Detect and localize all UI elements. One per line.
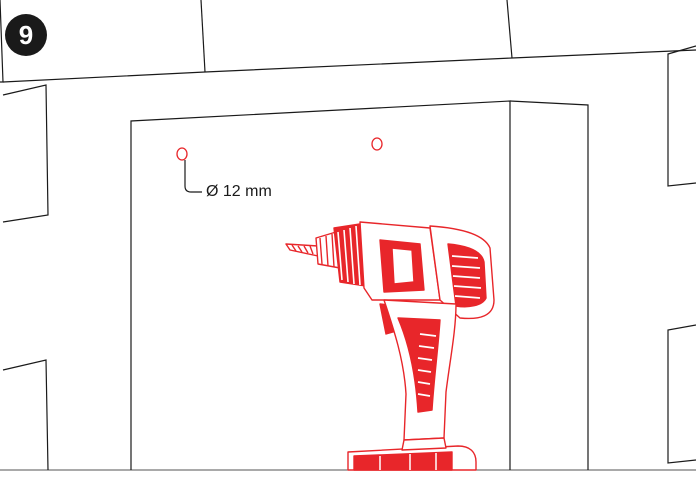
- wall-tile-right-upper: [667, 45, 696, 187]
- motor-vents-panel: [447, 243, 487, 308]
- wall-tile-left-upper: [2, 84, 49, 223]
- step-number-badge: 9: [5, 14, 47, 56]
- step-number: 9: [18, 19, 34, 50]
- wall-tile-bottom-edge: [2, 49, 696, 83]
- hole-marker-icon: [371, 137, 383, 151]
- battery-label: [353, 451, 453, 471]
- handle-grip: [397, 317, 441, 413]
- panel-outline: [130, 100, 511, 470]
- battery-latch: [401, 437, 447, 451]
- chuck-grip: [319, 233, 335, 268]
- wall-tile-seam: [506, 0, 513, 59]
- wall-tile-edge: [0, 0, 4, 83]
- hole-markers: [176, 137, 383, 161]
- motor-vents: [451, 255, 482, 299]
- hole-diameter-label: Ø 12 mm: [206, 183, 272, 200]
- cordless-drill-icon: [285, 221, 495, 471]
- gear-selector: [391, 247, 415, 285]
- wall-tile-seam: [200, 0, 206, 73]
- battery-ridges: [379, 453, 437, 470]
- panel-side: [509, 100, 589, 470]
- drill-bit: [285, 243, 319, 257]
- wall-lines: [0, 0, 696, 471]
- hole-marker-icon: [176, 147, 188, 161]
- wall-tile-left-lower: [2, 359, 49, 471]
- drill-bit-flutes: [291, 244, 314, 255]
- dimension-leader-line: [184, 160, 202, 193]
- handle-grip-ridges: [417, 333, 437, 397]
- clutch-ring-ridges: [337, 225, 361, 286]
- wall-tile-right-lower: [667, 324, 696, 464]
